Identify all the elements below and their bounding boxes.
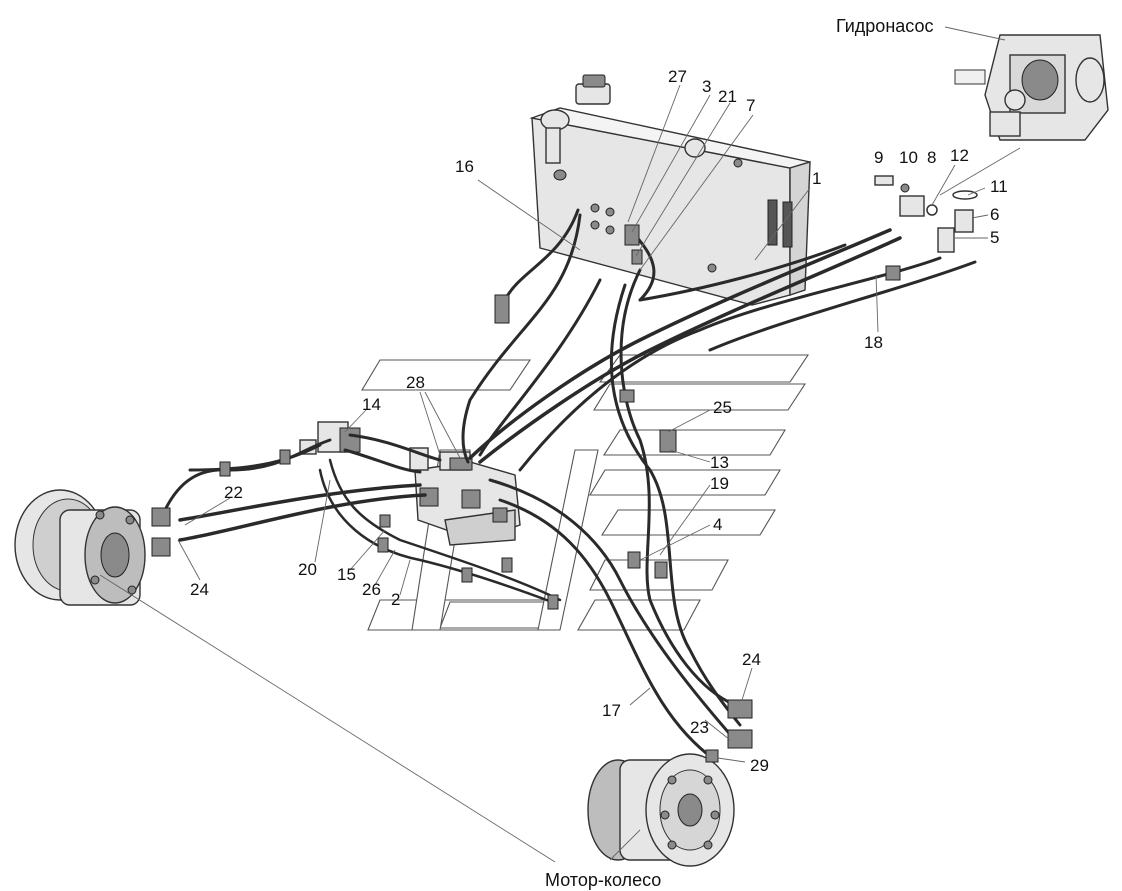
- callout-13: 13: [710, 453, 729, 472]
- hose-fittings: [151, 175, 978, 763]
- callout-25: 25: [713, 398, 732, 417]
- wheel-motor-bottom: [587, 753, 735, 867]
- callout-20: 20: [298, 560, 317, 579]
- leader-lines: [99, 26, 1021, 863]
- callout-3: 3: [702, 77, 711, 96]
- hydraulic-pump: [954, 34, 1109, 141]
- callout-14: 14: [362, 395, 381, 414]
- callout-1: 1: [812, 169, 821, 188]
- callout-27: 27: [668, 67, 687, 86]
- hydraulic-tank: [529, 74, 811, 306]
- callout-15: 15: [337, 565, 356, 584]
- pump-caption: Гидронасос: [836, 16, 933, 36]
- callout-6: 6: [990, 205, 999, 224]
- callout-5: 5: [990, 228, 999, 247]
- callout-12: 12: [950, 146, 969, 165]
- wheel-motor-left: [14, 489, 146, 606]
- callout-4: 4: [713, 515, 722, 534]
- callout-8: 8: [927, 148, 936, 167]
- callout-22: 22: [224, 483, 243, 502]
- manifold-fitting: [299, 421, 361, 455]
- callout-19: 19: [710, 474, 729, 493]
- control-valve-block: [409, 447, 521, 546]
- callout-21: 21: [718, 87, 737, 106]
- callout-29: 29: [750, 756, 769, 775]
- callout-26: 26: [362, 580, 381, 599]
- callout-24-right: 24: [742, 650, 761, 669]
- callout-7: 7: [746, 96, 755, 115]
- callout-23: 23: [690, 718, 709, 737]
- hydraulic-hoses: [163, 208, 977, 762]
- callout-16: 16: [455, 157, 474, 176]
- callout-9: 9: [874, 148, 883, 167]
- wheel-motor-caption: Мотор-колесо: [545, 870, 661, 890]
- callout-28: 28: [406, 373, 425, 392]
- callout-17: 17: [602, 701, 621, 720]
- callout-2: 2: [391, 590, 400, 609]
- callout-18: 18: [864, 333, 883, 352]
- frame-rails: [361, 354, 810, 631]
- callout-24-left: 24: [190, 580, 209, 599]
- callout-11: 11: [990, 177, 1008, 196]
- callout-10: 10: [899, 148, 918, 167]
